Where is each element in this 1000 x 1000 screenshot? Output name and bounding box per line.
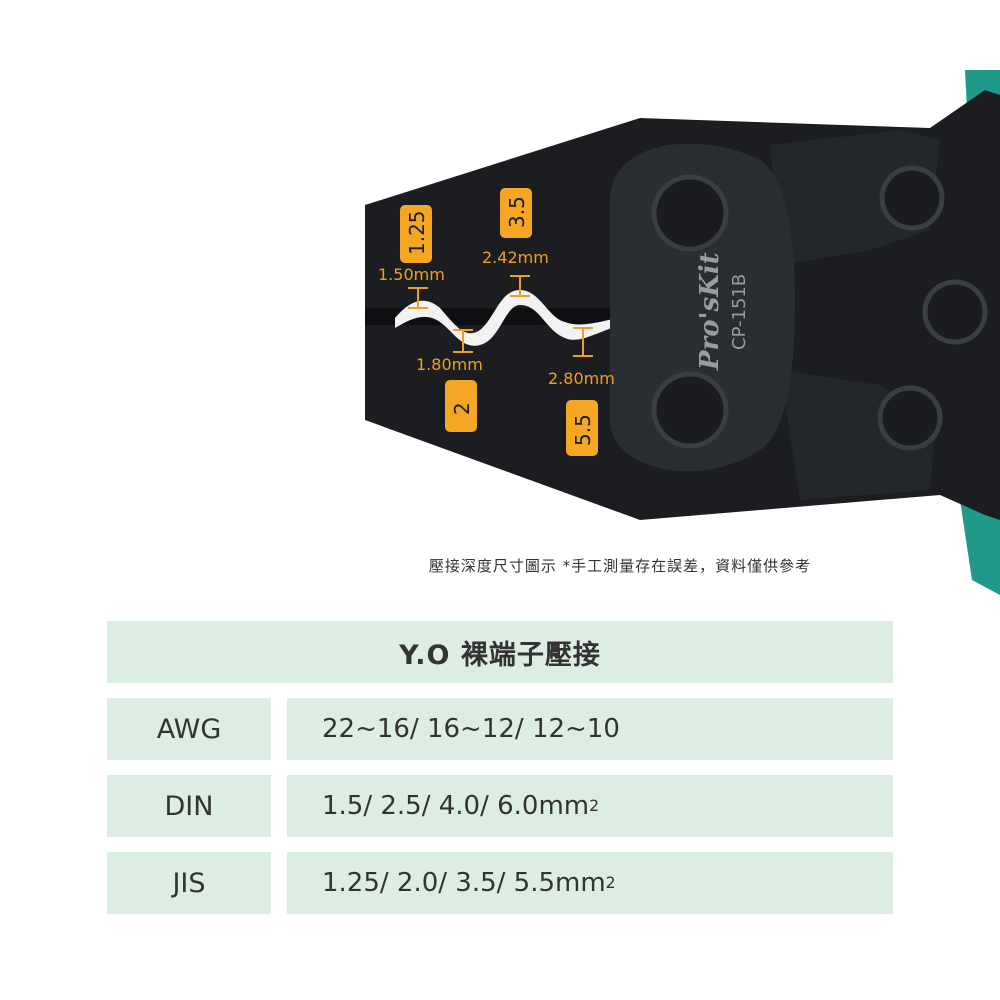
row-label-jis: JIS [107,852,271,914]
measure-2-42mm: 2.42mm [482,248,549,267]
figure-caption: 壓接深度尺寸圖示 *手工測量存在誤差，資料僅供參考 [428,557,812,575]
die-label-5-5: 5.5 [566,400,598,456]
crimp-cavity-wave [395,290,630,346]
row-value-awg: 22~16/ 16~12/ 12~10 [287,698,893,760]
measure-2-80mm: 2.80mm [548,369,615,388]
measure-1-50mm: 1.50mm [378,265,445,284]
table-title: Y.O 裸端子壓接 [107,621,893,683]
brand-text: Pro'sKit [695,252,725,371]
svg-text:2: 2 [450,402,474,415]
svg-text:3.5: 3.5 [505,196,529,228]
measure-1-80mm: 1.80mm [416,355,483,374]
die-label-1-25: 1.25 [400,205,432,263]
row-label-din: DIN [107,775,271,837]
row-label-awg: AWG [107,698,271,760]
model-text: CP-151B [729,274,750,350]
die-label-3-5: 3.5 [500,188,532,238]
crimping-tool-photo: Pro'sKit CP-151B 1.25 3.5 2 5.5 2.42mm 1… [365,70,1000,595]
svg-text:1.25: 1.25 [405,210,429,255]
die-label-2: 2 [445,380,477,432]
svg-text:5.5: 5.5 [571,414,595,446]
